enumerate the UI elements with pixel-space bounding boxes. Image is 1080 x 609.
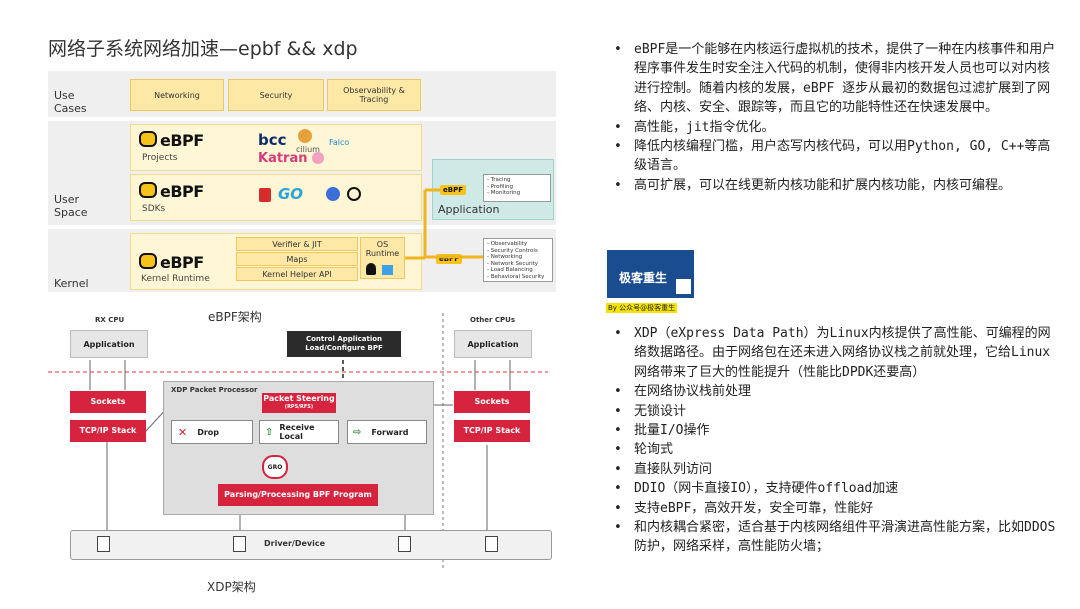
bee-icon <box>139 253 157 269</box>
application-label: Application <box>438 203 500 216</box>
ebpf-caption: eBPF架构 <box>208 310 262 324</box>
page-title: 网络子系统网络加速—epbf && xdp <box>48 38 358 60</box>
pig-icon <box>312 152 324 164</box>
qr-caption: By 公众号@极客重生 <box>606 303 678 313</box>
list-item: 轮询式 <box>614 440 1059 460</box>
cilium-logo-text: cilium <box>296 145 320 154</box>
other-application-box: Application <box>454 330 532 358</box>
projects-label: Projects <box>142 153 178 163</box>
parsing-bpf-box: Parsing/Processing BPF Program <box>218 484 378 506</box>
linux-icon <box>366 263 376 275</box>
library-icon <box>259 188 271 202</box>
forward-icon: ⇨ <box>353 426 362 438</box>
go-logo: GO <box>278 185 304 203</box>
ebpf-bullet-list: eBPF是一个能够在内核运行虚拟机的技术，提供了一种在内核事件和用户程序事件发生… <box>614 40 1059 196</box>
use-case-observability: Observability & Tracing <box>327 79 421 111</box>
list-item: 高可扩展，可以在线更新内核功能和扩展内核功能，内核可编程。 <box>614 176 1059 196</box>
other-sockets-box: Sockets <box>454 391 530 413</box>
wechat-qr-banner: 极客重生 <box>607 250 694 298</box>
control-application-box: Control Application Load/Configure BPF <box>287 331 401 357</box>
list-item: 无锁设计 <box>614 402 1059 422</box>
list-item: 支持eBPF，高效开发，安全可靠，性能好 <box>614 499 1059 519</box>
list-item: 在网络协议栈前处理 <box>614 382 1059 402</box>
ebpf-logo-sdks: eBPF <box>139 182 204 201</box>
rx-queue-icon <box>97 536 110 552</box>
xdp-processor-label: XDP Packet Processor <box>171 386 258 394</box>
ebpf-connectors <box>405 188 483 260</box>
list-item: 和内核耦合紧密，适合基于内核网络组件平滑演进高性能方案，比如DDOS防护，网络采… <box>614 518 1059 557</box>
list-item: 批量I/O操作 <box>614 421 1059 441</box>
maps-box: Maps <box>236 252 358 266</box>
kernel-use-list: - Observability- Security Controls- Netw… <box>483 238 553 282</box>
queue-icon <box>233 536 246 552</box>
list-item: 直接队列访问 <box>614 460 1059 480</box>
cpp-icon <box>326 187 340 201</box>
xdp-bullet-list: XDP（eXpress Data Path）为Linux内核提供了高性能、可编程… <box>614 324 1059 557</box>
gro-circle: GRO <box>262 455 288 479</box>
verifier-jit-box: Verifier & JIT <box>236 237 358 251</box>
drop-x-icon: ✕ <box>178 425 188 439</box>
packet-steering-box: Packet Steering(RPS/RFS) <box>262 393 336 413</box>
list-item: XDP（eXpress Data Path）为Linux内核提供了高性能、可编程… <box>614 324 1059 382</box>
driver-device-bar <box>70 530 552 560</box>
ebpf-logo-projects: eBPF <box>139 131 204 150</box>
rx-application-box: Application <box>70 330 148 358</box>
windows-icon <box>382 265 393 275</box>
list-item: 降低内核编程门槛，用户态写内核代码，可以用Python, GO, C++等高级语… <box>614 137 1059 176</box>
sdks-lane <box>130 174 422 221</box>
receive-local-box: ⇧Receive Local <box>259 420 339 444</box>
qr-code-icon <box>676 279 691 294</box>
rust-icon <box>347 187 361 201</box>
other-queue-icon <box>485 536 498 552</box>
list-item: eBPF是一个能够在内核运行虚拟机的技术，提供了一种在内核事件和用户程序事件发生… <box>614 40 1059 118</box>
projects-lane <box>130 124 422 171</box>
other-tcpip-box: TCP/IP Stack <box>454 420 530 442</box>
bee-icon <box>139 182 157 198</box>
tx-queue-icon <box>398 536 411 552</box>
kernel-label: Kernel <box>54 277 89 290</box>
qr-banner-title: 极客重生 <box>619 271 668 285</box>
kernel-helper-box: Kernel Helper API <box>236 267 358 281</box>
kernel-ebpf-chip: eBPF <box>436 254 462 264</box>
katran-logo: Katran <box>258 151 308 166</box>
rx-tcpip-box: TCP/IP Stack <box>70 420 146 442</box>
runtime-label: Kernel Runtime <box>141 274 210 284</box>
use-case-networking: Networking <box>130 79 224 111</box>
user-space-label: User Space <box>54 193 88 219</box>
bee-icon <box>139 131 157 147</box>
driver-device-label: Driver/Device <box>264 539 326 548</box>
list-item: 高性能，jit指令优化。 <box>614 118 1059 138</box>
rx-sockets-box: Sockets <box>70 391 146 413</box>
xdp-caption: XDP架构 <box>207 580 256 594</box>
other-cpus-label: Other CPUs <box>470 316 516 324</box>
drop-box: ✕Drop <box>171 420 253 444</box>
application-list: - Tracing- Profiling- Monitoring <box>483 174 551 202</box>
forward-box: ⇨Forward <box>347 420 427 444</box>
use-cases-label: Use Cases <box>54 89 87 115</box>
sdks-label: SDKs <box>142 204 166 214</box>
list-item: DDIO（网卡直接IO），支持硬件offload加速 <box>614 479 1059 499</box>
falco-logo-text: Falco <box>329 138 350 147</box>
rx-cpu-label: RX CPU <box>95 316 125 324</box>
app-ebpf-chip: eBPF <box>440 185 466 195</box>
use-case-security: Security <box>228 79 324 111</box>
ebpf-logo-runtime: eBPF <box>139 253 204 272</box>
bcc-logo: bcc <box>258 131 287 149</box>
cilium-icon <box>298 129 312 143</box>
up-arrow-icon: ⇧ <box>265 426 274 438</box>
